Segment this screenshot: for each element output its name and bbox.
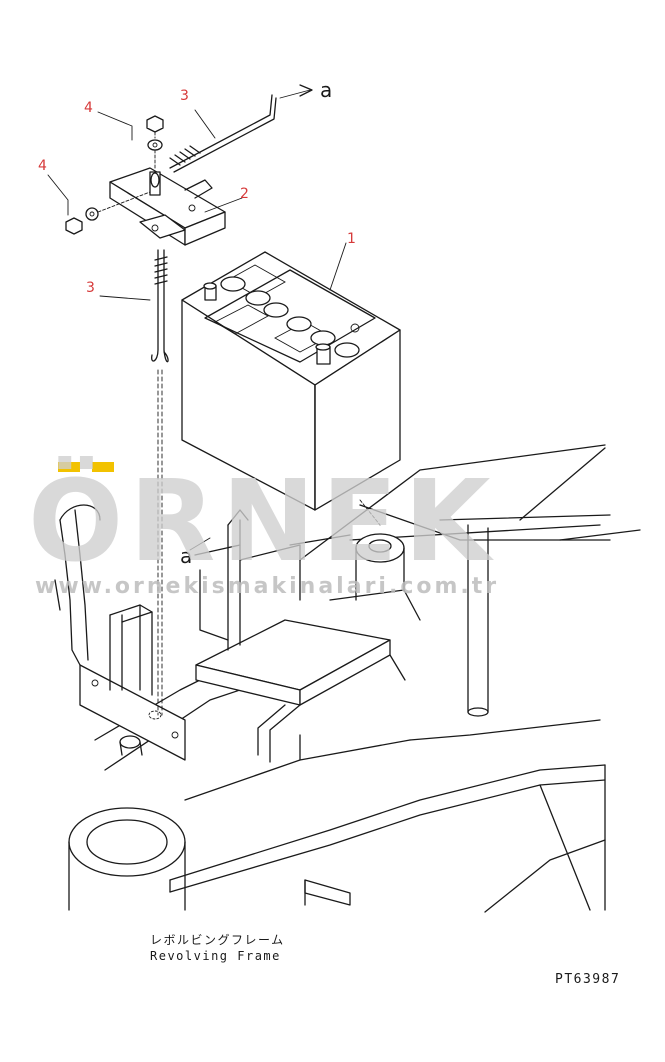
leader-lines	[47, 109, 381, 551]
watermark-accent-dot-left	[58, 462, 80, 472]
callout-rod-lower: 3	[86, 280, 95, 296]
watermark: ÖRNEK www.ornekismakinalari.com.tr	[28, 456, 499, 599]
connection-label-a-lower: a	[180, 544, 192, 568]
battery-post-bracket	[54, 504, 186, 761]
revolving-frame	[68, 444, 641, 913]
callout-rod-upper: 3	[180, 88, 189, 104]
frame-label-japanese: レボルビングフレーム	[150, 933, 285, 947]
nut-washer-set-upper	[146, 115, 164, 171]
tie-rod-lower	[151, 249, 169, 716]
watermark-url: www.ornekismakinalari.com.tr	[35, 574, 499, 599]
cover-plate	[195, 619, 406, 763]
part-code: PT63987	[555, 972, 620, 987]
tie-rod-upper	[169, 84, 313, 173]
battery-clamp-bracket	[109, 167, 226, 246]
callout-nut-upper: 4	[84, 100, 93, 116]
frame-hook-posts	[194, 509, 249, 651]
watermark-accent-dot-right	[92, 462, 114, 472]
watermark-brand: ÖRNEK	[28, 456, 496, 587]
callout-nut-left: 4	[38, 158, 47, 174]
frame-label-english: Revolving Frame	[150, 949, 281, 963]
battery	[181, 251, 401, 511]
callout-battery: 1	[347, 231, 356, 247]
connection-label-a-upper: a	[320, 78, 332, 102]
nut-washer-set-left	[65, 191, 151, 235]
callout-bracket: 2	[240, 186, 249, 202]
